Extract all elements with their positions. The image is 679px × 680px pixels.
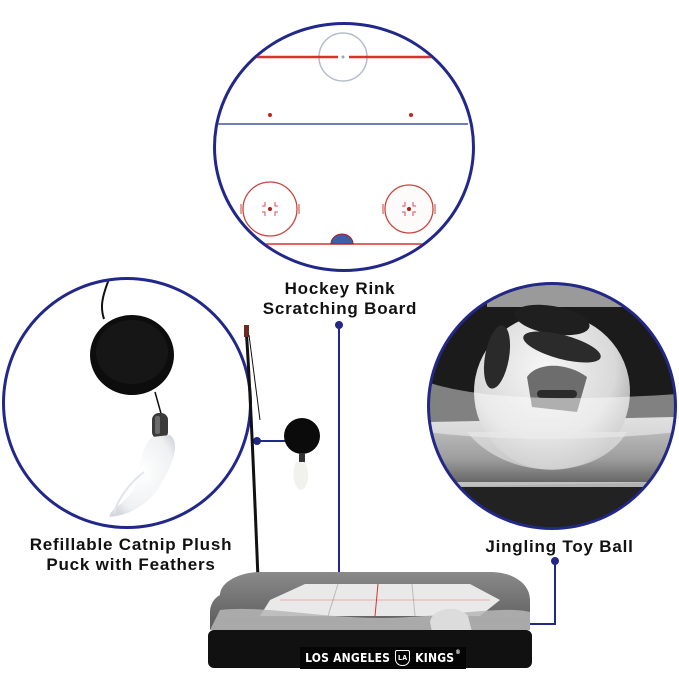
brand-text-left: LOS ANGELES bbox=[305, 651, 391, 665]
rink-callout-line2: Scratching Board bbox=[262, 299, 418, 318]
puck-callout-label: Refillable Catnip Plush Puck with Feathe… bbox=[0, 535, 262, 575]
ball-callout-label: Jingling Toy Ball bbox=[440, 537, 679, 557]
puck-callout-line2: Puck with Feathers bbox=[46, 555, 216, 574]
rink-detail-circle bbox=[213, 22, 475, 272]
hockey-rink-diagram bbox=[218, 32, 468, 245]
trademark-symbol: ® bbox=[455, 649, 461, 656]
brand-plate: LOS ANGELES LA KINGS ® bbox=[300, 647, 466, 669]
brand-text-right: KINGS bbox=[415, 651, 455, 665]
jingle-ball-photo bbox=[430, 285, 674, 527]
rink-callout-label: Hockey Rink Scratching Board bbox=[240, 279, 440, 319]
puck-callout-line1: Refillable Catnip Plush bbox=[29, 535, 233, 554]
brand-mark: LA bbox=[398, 653, 408, 662]
puck-leader-dot bbox=[253, 437, 261, 445]
plush-puck-photo bbox=[90, 280, 176, 517]
ball-leader-line-vertical bbox=[554, 561, 556, 625]
la-kings-shield-icon: LA bbox=[395, 650, 411, 666]
puck-leader-line bbox=[256, 440, 286, 442]
rink-leader-line bbox=[338, 325, 340, 608]
puck-detail-circle bbox=[2, 277, 252, 529]
cat-scratcher-product bbox=[208, 325, 532, 668]
rink-callout-line1: Hockey Rink bbox=[284, 279, 396, 298]
ball-callout-line1: Jingling Toy Ball bbox=[485, 537, 634, 556]
ball-detail-circle bbox=[427, 282, 677, 530]
